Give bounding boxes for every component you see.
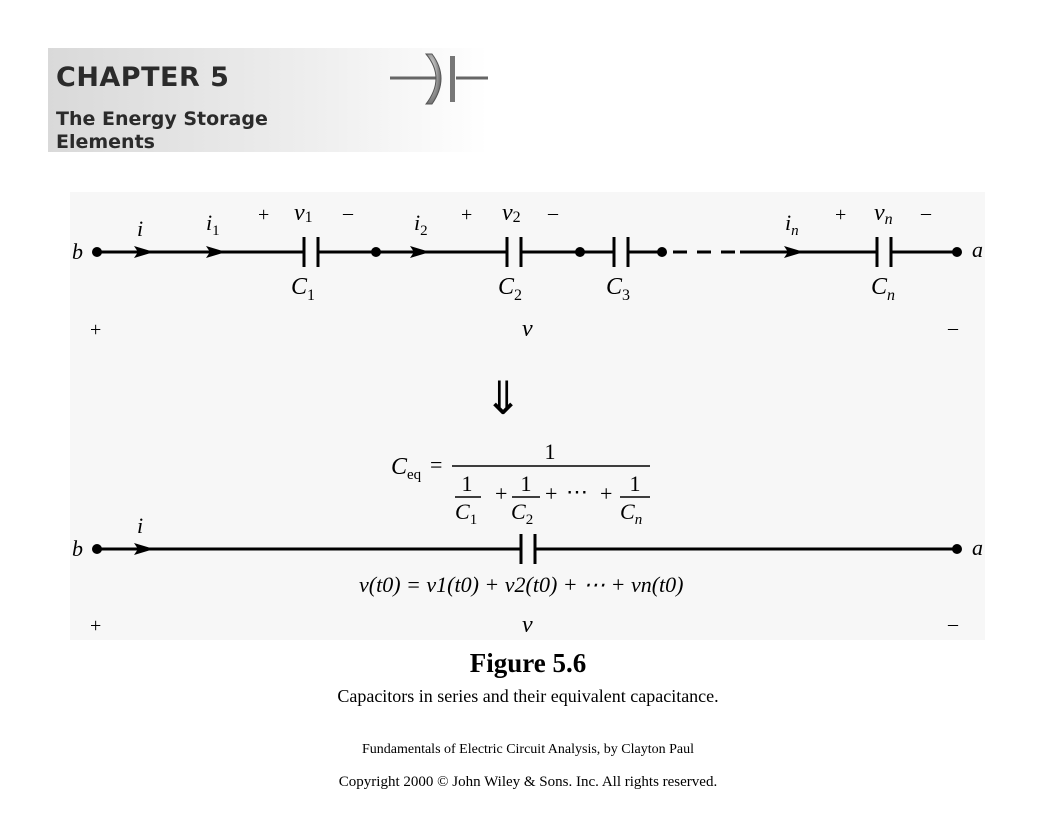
numerator-one: 1: [545, 439, 556, 464]
v1-minus-sign: –: [342, 202, 354, 224]
total-voltage-label-bottom: v: [522, 612, 533, 638]
copyright-notice: Copyright 2000 © John Wiley & Sons. Inc.…: [338, 774, 718, 790]
vn-minus-sign: –: [920, 202, 932, 224]
node-dot-b: [92, 247, 102, 257]
term2-numerator: 1: [521, 471, 532, 496]
capacitor-c3-symbol: [612, 237, 630, 267]
node-label-a: a: [972, 535, 983, 560]
node-label-a: a: [972, 237, 983, 262]
capacitor-logo-icon: [390, 53, 488, 105]
ellipsis: ⋯: [566, 479, 588, 504]
figure-panel: [70, 192, 985, 640]
plus-sign: +: [545, 481, 557, 506]
plus-sign: +: [600, 481, 612, 506]
down-double-arrow-icon: ⇓: [484, 373, 523, 424]
chapter-title: CHAPTER 5: [56, 62, 230, 93]
current-label-in: in: [785, 210, 799, 239]
current-label-i: i: [137, 216, 143, 241]
figure-title: Figure 5.6: [469, 648, 587, 678]
total-minus-sign-bottom: –: [947, 613, 959, 635]
capacitor-label-cn: Cn: [871, 274, 895, 304]
current-label-i2: i2: [414, 210, 428, 239]
capacitor-label-c1: C1: [291, 274, 315, 304]
current-arrow-icon: [134, 246, 154, 258]
node-dot: [371, 247, 381, 257]
current-arrow-icon: [206, 246, 226, 258]
chapter-subtitle-line2: Elements: [56, 131, 155, 153]
plus-sign: +: [495, 481, 507, 506]
capacitor-cn-symbol: [875, 237, 893, 267]
term1-numerator: 1: [462, 471, 473, 496]
capacitor-c2-symbol: [505, 237, 523, 267]
total-minus-sign-top: –: [947, 317, 959, 339]
current-arrow-icon: [410, 246, 430, 258]
capacitor-label-c3: C3: [606, 274, 630, 304]
node-dot-a: [952, 544, 962, 554]
chapter-subtitle-line1: The Energy Storage: [56, 108, 268, 130]
voltage-label-v2: v2: [502, 200, 521, 226]
current-arrowheads-top: [134, 246, 804, 258]
term2-denominator: C2: [511, 499, 533, 528]
total-plus-sign-bottom: +: [90, 615, 101, 637]
banner-background: [48, 48, 488, 152]
node-dot: [657, 247, 667, 257]
voltage-label-v1: v1: [294, 200, 313, 226]
equivalent-capacitance-equation: Ceq = 1 1 C1 + 1 C2 + ⋯ + 1 Cn: [391, 439, 650, 528]
equals-sign: =: [430, 452, 442, 477]
ceq-label: Ceq: [391, 454, 422, 483]
current-label-i1: i1: [206, 210, 220, 239]
term1-denominator: C1: [455, 499, 477, 528]
termn-numerator: 1: [630, 471, 641, 496]
v2-minus-sign: –: [547, 202, 559, 224]
book-credit: Fundamentals of Electric Circuit Analysi…: [361, 742, 695, 757]
initial-voltage-equation: v(t0) = v1(t0) + v2(t0) + ⋯ + vn(t0): [359, 572, 684, 597]
vn-plus-sign: +: [835, 204, 846, 226]
node-dot-a: [952, 247, 962, 257]
bottom-circuit-wires: [97, 534, 957, 564]
capacitor-c1-symbol: [302, 237, 320, 267]
node-dot-b: [92, 544, 102, 554]
termn-denominator: Cn: [620, 499, 642, 528]
capacitor-label-c2: C2: [498, 274, 522, 304]
total-voltage-label-top: v: [522, 316, 533, 342]
current-arrow-icon: [784, 246, 804, 258]
current-arrow-icon: [134, 543, 154, 555]
v2-plus-sign: +: [461, 204, 472, 226]
chapter-banner: [48, 48, 488, 152]
total-plus-sign-top: +: [90, 319, 101, 341]
v1-plus-sign: +: [258, 204, 269, 226]
figure-caption: Capacitors in series and their equivalen…: [337, 686, 719, 706]
current-label-i: i: [137, 513, 143, 538]
node-label-b: b: [72, 536, 83, 561]
node-label-b: b: [72, 239, 83, 264]
node-dot: [575, 247, 585, 257]
voltage-label-vn: vn: [874, 200, 893, 228]
